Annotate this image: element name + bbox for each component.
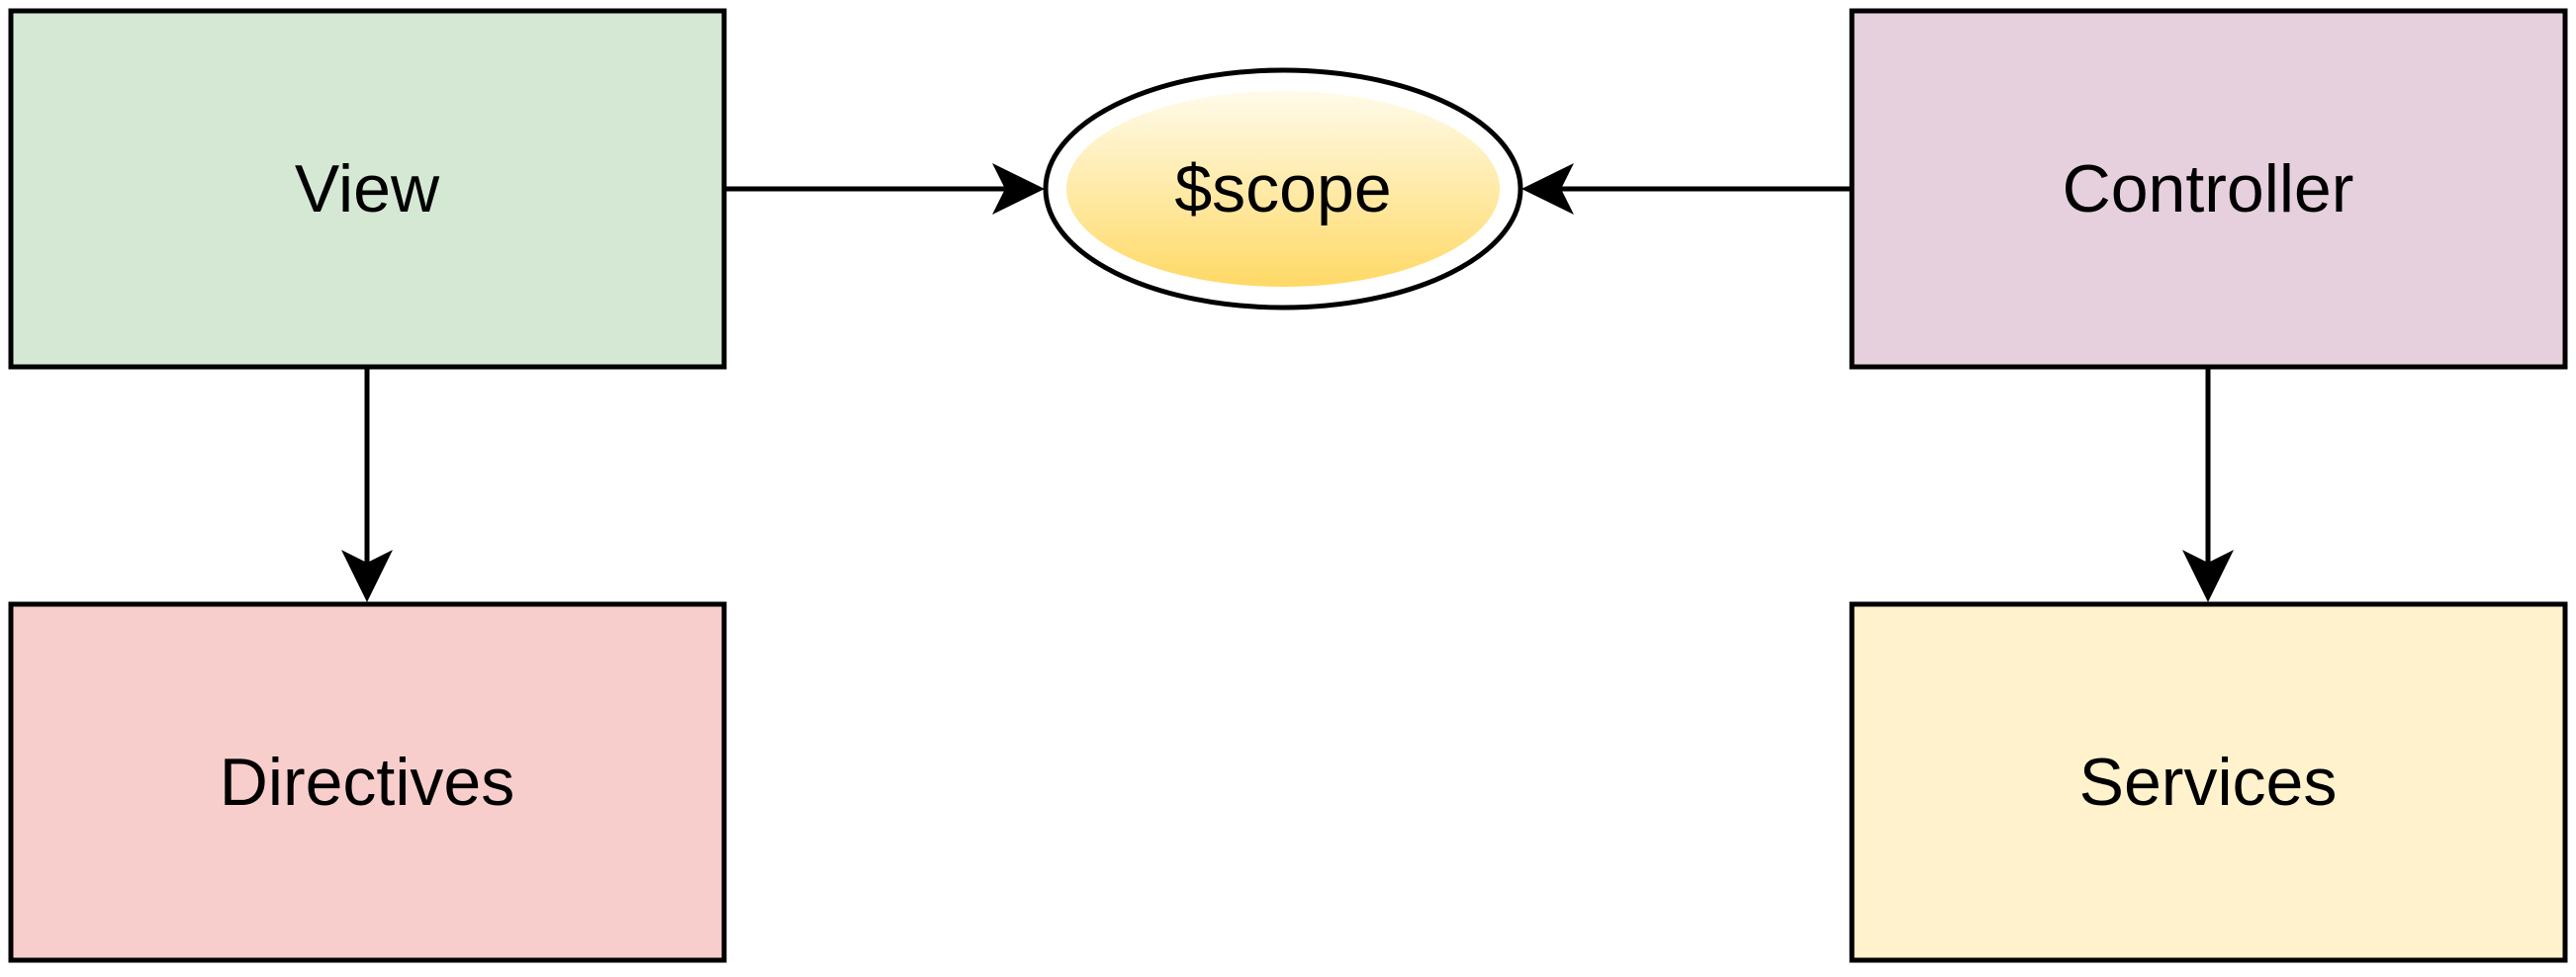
- arrowhead-services: [2182, 550, 2234, 602]
- arrowhead-scope-left: [992, 163, 1045, 215]
- directives-node: Directives: [8, 601, 727, 963]
- scope-inner-ellipse: [1066, 91, 1500, 287]
- scope-node: $scope: [1043, 67, 1523, 311]
- services-node: Services: [1849, 601, 2568, 963]
- services-label: Services: [2079, 745, 2338, 820]
- scope-label: $scope: [1174, 151, 1391, 226]
- edges: [364, 186, 2211, 576]
- arrowheads: [341, 163, 2234, 602]
- view-node: View: [8, 8, 727, 370]
- arrowhead-scope-right: [1521, 163, 1574, 215]
- directives-label: Directives: [220, 745, 515, 820]
- controller-label: Controller: [2063, 151, 2354, 226]
- view-label: View: [295, 151, 440, 226]
- arrowhead-directives: [341, 550, 393, 602]
- controller-node: Controller: [1849, 8, 2568, 370]
